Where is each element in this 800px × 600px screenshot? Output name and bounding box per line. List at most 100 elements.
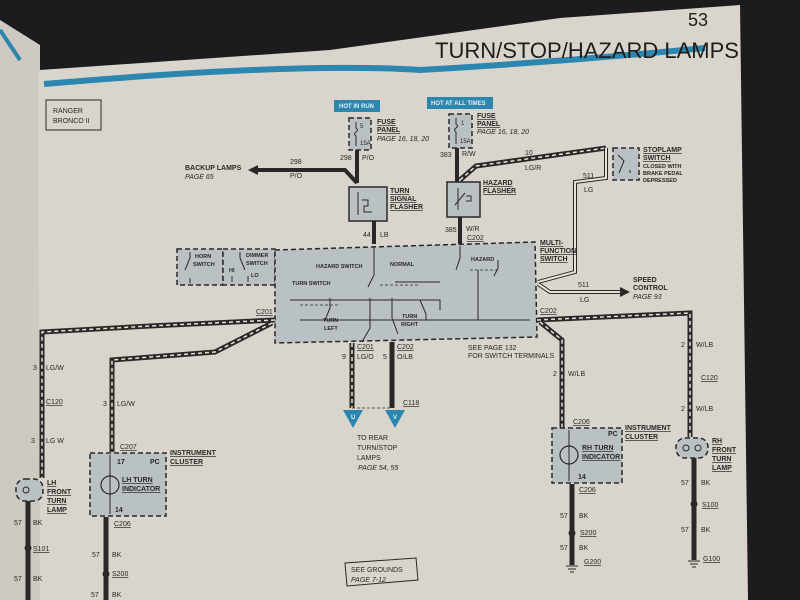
rear-lamps-label: TO REAR bbox=[357, 435, 388, 442]
pin-14: 14 bbox=[578, 474, 586, 481]
switch-terminals-ref: FOR SWITCH TERMINALS bbox=[468, 353, 555, 360]
wire-label: 57 bbox=[14, 576, 22, 583]
wire-label: 57 bbox=[560, 513, 568, 520]
wire-label: BK bbox=[33, 576, 43, 583]
wire-label: LG/W bbox=[46, 365, 64, 372]
stoplamp-switch: STOPLAMP SWITCH CLOSED WITH BRAKE PEDAL … bbox=[612, 147, 683, 184]
splice-s100 bbox=[690, 500, 698, 508]
fuse-rating: 15A bbox=[360, 141, 371, 147]
cluster-label: INSTRUMENT bbox=[170, 450, 217, 457]
wire-label: 385 bbox=[445, 227, 457, 234]
connector-c206: C206 bbox=[114, 521, 131, 528]
lamp-label: LH bbox=[47, 480, 56, 487]
wire-label: BK bbox=[33, 520, 43, 527]
indicator-label: LH TURN bbox=[122, 477, 153, 484]
lamp-label: TURN bbox=[47, 498, 66, 505]
pc-label: PC bbox=[608, 431, 618, 438]
stoplamp-label: SWITCH bbox=[643, 155, 671, 162]
lamp-bulb-icon bbox=[100, 475, 120, 495]
hazard-label: HAZARD bbox=[471, 257, 494, 263]
wire-label: LG/O bbox=[357, 354, 374, 361]
lamp-label: TURN bbox=[712, 456, 731, 463]
lamp-label: LAMP bbox=[712, 465, 732, 472]
connector-label: C202 bbox=[467, 235, 484, 242]
wire-label: R/W bbox=[462, 151, 476, 158]
wire-label: P/O bbox=[290, 173, 303, 180]
stoplamp-label: STOPLAMP bbox=[643, 147, 682, 154]
model-line-2: BRONCO II bbox=[53, 118, 90, 125]
flasher-label: SIGNAL bbox=[390, 196, 417, 203]
splice-s101 bbox=[24, 544, 32, 552]
wire-label: BK bbox=[579, 545, 589, 552]
left-page-stripe bbox=[0, 28, 22, 62]
mfs-label: FUNCTION bbox=[540, 248, 576, 255]
horn-label: HORN bbox=[195, 254, 211, 260]
hot-at-all-times-tag: HOT AT ALL TIMES bbox=[431, 101, 486, 107]
cluster-label: CLUSTER bbox=[170, 459, 203, 466]
rear-lamps-label: TURN/STOP bbox=[357, 445, 398, 452]
wire-label: BK bbox=[579, 513, 589, 520]
dimmer-switch: DIMMER SWITCH HI LO bbox=[222, 248, 276, 286]
panel-label: PANEL bbox=[477, 121, 501, 128]
connector-v-label: V bbox=[393, 415, 397, 421]
pin-14: 14 bbox=[115, 507, 123, 514]
speed-control-label: SPEED bbox=[633, 277, 657, 284]
lh-front-turn-lamp: LH FRONT TURN LAMP bbox=[15, 478, 72, 514]
wire-label: 298 bbox=[340, 155, 352, 162]
cluster-label: CLUSTER bbox=[625, 434, 658, 441]
wire-label: 57 bbox=[681, 480, 689, 487]
wire-label: LG/W bbox=[117, 401, 135, 408]
wire-label: 10 bbox=[525, 150, 533, 157]
splice-label: S200 bbox=[112, 571, 128, 578]
indicator-label: RH TURN bbox=[582, 445, 614, 452]
wire-label: 2 bbox=[681, 406, 685, 413]
connector-c201: C201 bbox=[357, 344, 374, 351]
panel-label: PANEL bbox=[377, 127, 401, 134]
page-number: 53 bbox=[688, 10, 708, 30]
wire-label: 511 bbox=[583, 173, 594, 180]
rh-front-turn-lamp: RH FRONT TURN LAMP bbox=[675, 437, 737, 472]
lamp-label: FRONT bbox=[47, 489, 72, 496]
wire-label: BK bbox=[112, 552, 122, 559]
wire-label: W/LB bbox=[696, 406, 713, 413]
wire-label: LG W bbox=[46, 438, 64, 445]
connector-c206: C206 bbox=[579, 487, 596, 494]
multi-function-switch: HAZARD SWITCH NORMAL HAZARD TURN SWITCH … bbox=[274, 240, 576, 360]
wire-label: 9 bbox=[342, 354, 346, 361]
connector-u-icon bbox=[343, 410, 363, 428]
wire-label: LG bbox=[584, 187, 593, 194]
splice-label: S101 bbox=[33, 546, 49, 553]
wire-label: 3 bbox=[103, 401, 107, 408]
hazard-flasher: HAZARD FLASHER bbox=[446, 180, 516, 218]
connector-c207: C207 bbox=[120, 444, 137, 451]
splice-s200 bbox=[102, 570, 110, 578]
dimmer-label: SWITCH bbox=[246, 261, 268, 267]
connector-u-label: U bbox=[351, 415, 355, 421]
pin-17: 17 bbox=[117, 459, 125, 466]
wire-label: BK bbox=[112, 592, 122, 599]
flasher-label: TURN bbox=[390, 188, 409, 195]
connector-v-icon bbox=[385, 410, 405, 428]
fuse-rating: 15A bbox=[460, 139, 471, 145]
ground-label: G100 bbox=[703, 556, 720, 563]
splice-label: S200 bbox=[580, 530, 596, 537]
stoplamp-note: CLOSED WITH bbox=[643, 164, 682, 170]
wire-label: LG/R bbox=[525, 165, 541, 172]
turn-signal-flasher: TURN SIGNAL FLASHER bbox=[348, 186, 423, 222]
lamp-label: RH bbox=[712, 438, 722, 445]
wire-label: W/LB bbox=[696, 342, 713, 349]
turn-left-label: LEFT bbox=[324, 326, 338, 332]
see-grounds-label: SEE GROUNDS bbox=[351, 567, 403, 574]
wire-label: 3 bbox=[33, 365, 37, 372]
cluster-label: INSTRUMENT bbox=[625, 425, 672, 432]
wire-298-backup bbox=[255, 168, 359, 185]
wire-label: LB bbox=[380, 232, 389, 239]
lh-instrument-cluster: 17 PC LH TURN INDICATOR 14 INSTRUMENT CL… bbox=[89, 450, 217, 517]
dimmer-lo: LO bbox=[251, 273, 259, 279]
hazard-switch-label: HAZARD SWITCH bbox=[316, 264, 362, 270]
connector-c118: C118 bbox=[403, 400, 419, 407]
hot-in-run-tag: HOT IN RUN bbox=[339, 104, 374, 110]
mfs-label: MULTI- bbox=[540, 240, 564, 247]
fuse-page-ref: PAGE 16, 18, 20 bbox=[477, 129, 529, 136]
